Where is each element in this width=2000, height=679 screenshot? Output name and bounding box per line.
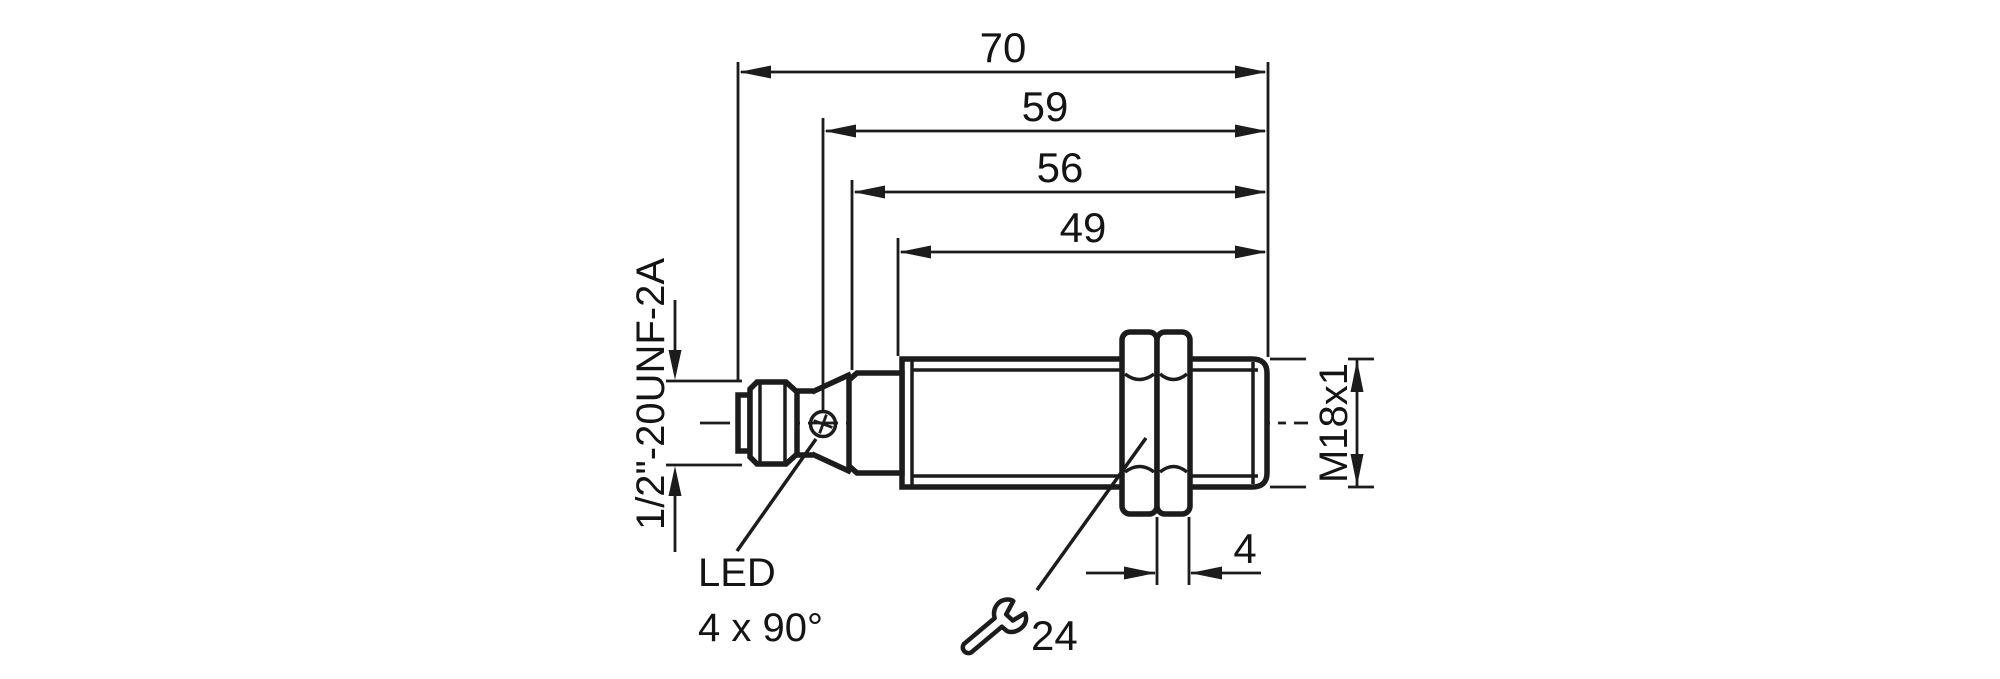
dim-4-label: 4 bbox=[1233, 525, 1256, 572]
led-indicator bbox=[808, 409, 838, 439]
arrowhead-right-icon bbox=[1235, 245, 1267, 259]
wrench-callout: 24 bbox=[960, 436, 1148, 659]
arrowhead-right-icon bbox=[1124, 566, 1156, 580]
hex-nut-2 bbox=[1154, 329, 1193, 517]
cone-top-line bbox=[810, 371, 853, 395]
led-callout: LED 4 x 90° bbox=[698, 437, 823, 650]
led-circle bbox=[808, 409, 838, 439]
led-arrangement-label: 4 x 90° bbox=[698, 606, 823, 650]
led-cross-line-2 bbox=[818, 414, 828, 434]
arrowhead-down-icon bbox=[668, 350, 682, 380]
arrowhead-left-icon bbox=[899, 245, 931, 259]
arrowhead-right-icon bbox=[1235, 65, 1267, 79]
threaded-barrel bbox=[899, 356, 1270, 490]
led-collar bbox=[846, 370, 905, 476]
wrench-size-label: 24 bbox=[1031, 612, 1078, 659]
wrench-shape bbox=[960, 597, 1029, 656]
wrench-icon bbox=[960, 597, 1029, 656]
nut2-top-facet-arc bbox=[1158, 372, 1189, 382]
arrowhead-left-icon bbox=[853, 185, 885, 199]
sensor-body bbox=[735, 329, 1270, 517]
cone-bottom-line bbox=[810, 451, 853, 475]
arrowhead-left-icon bbox=[739, 65, 771, 79]
dim-56-label: 56 bbox=[1037, 144, 1084, 191]
dim-mounting-thread: M18x1 bbox=[1270, 357, 1374, 489]
dim-70-label: 70 bbox=[980, 24, 1027, 71]
dim-nut-width: 4 bbox=[1086, 517, 1261, 585]
nut1-top-facet-arc bbox=[1123, 372, 1156, 382]
hex-nuts bbox=[1119, 329, 1193, 517]
led-label: LED bbox=[698, 551, 776, 595]
led-leader-line bbox=[735, 437, 818, 553]
dim-49-label: 49 bbox=[1060, 204, 1107, 251]
nut2-bottom-facet-arc bbox=[1158, 464, 1189, 474]
wrench-leader-line bbox=[1035, 436, 1148, 592]
dim-thread-length: 49 bbox=[896, 204, 1267, 356]
dim-led-position: 59 bbox=[821, 83, 1267, 410]
nut1-bottom-facet-arc bbox=[1123, 464, 1156, 474]
dim-housing-length: 56 bbox=[850, 144, 1267, 370]
dim-59-label: 59 bbox=[1022, 83, 1069, 130]
arrowhead-left-icon bbox=[824, 124, 856, 138]
connector-thread-label: 1/2"-20UNF-2A bbox=[629, 258, 673, 530]
mounting-thread-label: M18x1 bbox=[1312, 363, 1356, 483]
arrowhead-right-icon bbox=[1235, 124, 1267, 138]
arrowhead-left-icon bbox=[1190, 566, 1222, 580]
dim-connector-thread: 1/2"-20UNF-2A bbox=[629, 258, 742, 552]
hex-nut-1 bbox=[1119, 329, 1160, 517]
arrowhead-up-icon bbox=[1350, 360, 1364, 392]
dim-total-length: 70 bbox=[736, 24, 1270, 381]
arrowhead-right-icon bbox=[1235, 185, 1267, 199]
arrowhead-down-icon bbox=[1350, 454, 1364, 486]
connector-coupling-ring bbox=[747, 379, 800, 467]
arrowhead-up-icon bbox=[668, 466, 682, 496]
